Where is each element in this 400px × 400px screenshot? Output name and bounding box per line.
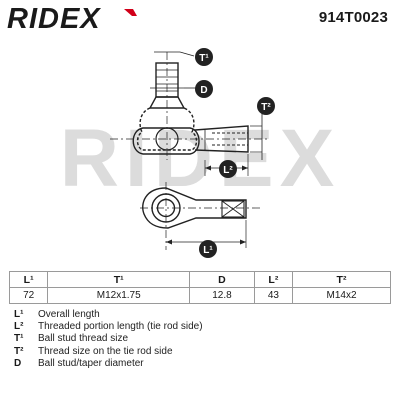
header: RIDEX 914T0023 (0, 0, 400, 36)
legend-key: L² (14, 321, 24, 333)
value-t2: M14x2 (292, 287, 391, 304)
watermark-text: RIDEX (60, 113, 341, 204)
legend-desc: Ball stud/taper diameter (38, 357, 144, 369)
legend-item: L¹ Overall length (14, 309, 203, 321)
legend-desc: Ball stud thread size (38, 333, 129, 345)
legend-item: D Ball stud/taper diameter (14, 358, 203, 370)
svg-text:T¹: T¹ (199, 53, 209, 64)
label-d: D (195, 80, 213, 98)
legend-key: T² (14, 345, 24, 357)
label-t2: T² (257, 97, 275, 115)
legend-key: L¹ (14, 309, 24, 320)
legend-desc: Overall length (38, 309, 100, 320)
logo-accent (124, 9, 137, 16)
value-d: 12.8 (189, 287, 255, 304)
tie-rod-end-diagram: T¹ D T² L² L¹ (110, 48, 275, 258)
value-l2: 43 (253, 287, 294, 304)
value-t1: M12x1.75 (47, 287, 191, 304)
svg-text:L²: L² (223, 165, 233, 176)
legend: L¹ Overall length L² Threaded portion le… (14, 309, 203, 370)
dust-boot (136, 107, 198, 151)
header-l2: L² (253, 271, 294, 288)
watermark: RIDEX (60, 113, 341, 204)
legend-item: T¹ Ball stud thread size (14, 333, 203, 345)
legend-key: D (14, 357, 22, 369)
svg-text:D: D (200, 85, 207, 96)
legend-item: T² Thread size on the tie rod side (14, 346, 203, 358)
header-l1: L¹ (8, 271, 49, 288)
header-t1: T¹ (47, 271, 191, 288)
svg-text:T²: T² (261, 102, 271, 113)
header-t2: T² (292, 271, 391, 288)
legend-desc: Thread size on the tie rod side (38, 345, 173, 357)
brand-text: RIDEX (7, 4, 101, 32)
legend-key: T¹ (14, 333, 24, 345)
label-t1: T¹ (195, 48, 213, 66)
ball-housing (132, 127, 200, 155)
label-l1: L¹ (199, 240, 217, 258)
brand-logo: RIDEX (6, 3, 146, 37)
legend-desc: Threaded portion length (tie rod side) (38, 321, 203, 333)
technical-drawing: RIDEX (0, 36, 400, 270)
value-l1: 72 (8, 287, 49, 304)
spec-table-value-row: 72 M12x1.75 12.8 43 M14x2 (8, 287, 391, 304)
svg-text:L¹: L¹ (203, 245, 213, 256)
legend-item: L² Threaded portion length (tie rod side… (14, 321, 203, 333)
header-d: D (189, 271, 255, 288)
housing-shaft (194, 125, 249, 153)
spec-table: L¹ T¹ D L² T² 72 M12x1.75 12.8 43 M14x2 (8, 271, 391, 304)
top-view-drawing (140, 182, 260, 250)
label-l2: L² (219, 160, 237, 178)
spec-table-header-row: L¹ T¹ D L² T² (8, 271, 391, 288)
part-number: 914T0023 (318, 9, 388, 26)
